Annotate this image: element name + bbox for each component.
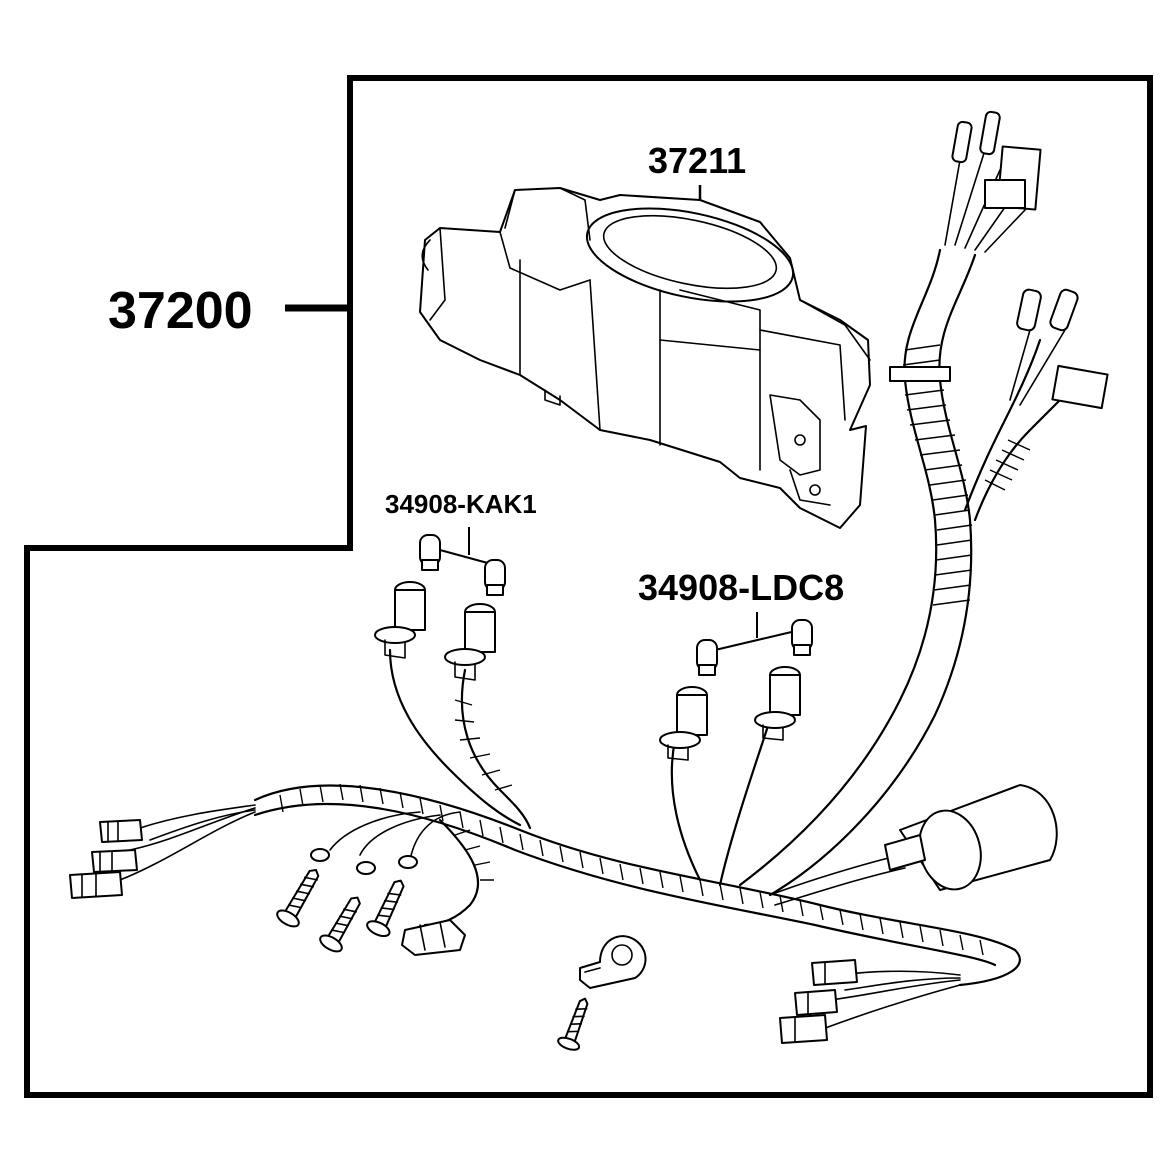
switch-connector <box>401 919 466 956</box>
bulb-kak1-part-number: 34908-KAK1 <box>385 489 537 519</box>
bulb-ldc8-a <box>696 639 718 676</box>
clamp-screw <box>557 997 589 1051</box>
socket-ldc8-left <box>659 686 708 761</box>
bulb-kak1-a <box>419 534 441 571</box>
top-connectors <box>944 110 1109 410</box>
screw-3 <box>366 879 405 938</box>
meter-case-part-number: 37211 <box>648 140 746 181</box>
screw-1 <box>276 868 320 928</box>
screw-2 <box>319 896 361 953</box>
ring-terminals <box>310 848 418 875</box>
socket-ldc8-right <box>754 666 801 741</box>
bulb-ldc8-callout: 34908-LDC8 <box>638 567 844 676</box>
socket-kak1-right <box>444 603 496 681</box>
bulb-ldc8-leader-link <box>714 629 801 651</box>
assembly-frame <box>24 75 1153 1098</box>
left-connectors <box>69 819 143 899</box>
meter-case <box>419 187 871 529</box>
harness-clamp <box>579 935 647 989</box>
right-bottom-connectors <box>779 959 858 1044</box>
meter-case-callout: 37211 <box>648 140 746 222</box>
socket-kak1-left <box>374 581 426 659</box>
bulb-kak1-callout: 34908-KAK1 <box>385 489 537 596</box>
bulb-sockets <box>374 581 801 761</box>
screws <box>276 848 466 956</box>
assembly-part-number: 37200 <box>108 282 253 340</box>
assembly-callout: 37200 <box>108 282 350 340</box>
wire-harness <box>119 248 1072 1031</box>
harness-band <box>889 366 951 382</box>
bulb-ldc8-part-number: 34908-LDC8 <box>638 567 844 608</box>
bulb-kak1-b <box>484 559 506 596</box>
bulb-ldc8-b <box>791 619 813 656</box>
bulb-kak1-leader-link <box>439 549 496 566</box>
